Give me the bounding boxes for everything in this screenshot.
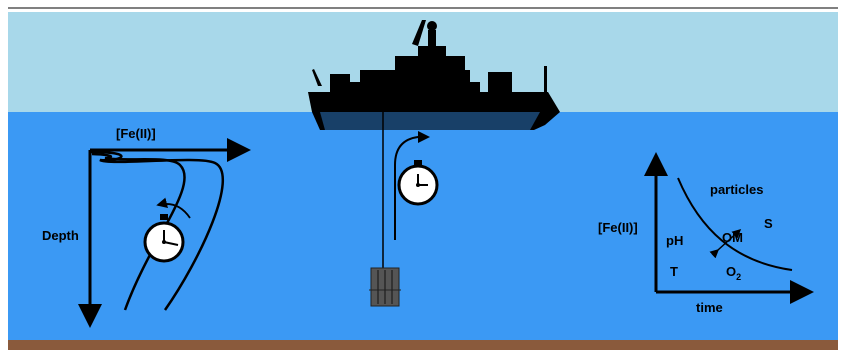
ship-reflection [320,112,540,130]
time-label: time [696,300,723,315]
seabed-band [8,340,838,350]
depth-label: Depth [42,228,79,243]
t-label: T [670,264,678,279]
om-label: OM [722,230,743,245]
ph-label: pH [666,233,683,248]
sediment-trap-icon [369,268,401,306]
s-label: S [764,216,773,231]
fe-left-label: [Fe(II)] [598,220,638,235]
o2-subscript: 2 [736,272,741,282]
particles-label: particles [710,182,763,197]
o2-base: O [726,264,736,279]
fe-top-label: [Fe(II)] [116,126,156,141]
